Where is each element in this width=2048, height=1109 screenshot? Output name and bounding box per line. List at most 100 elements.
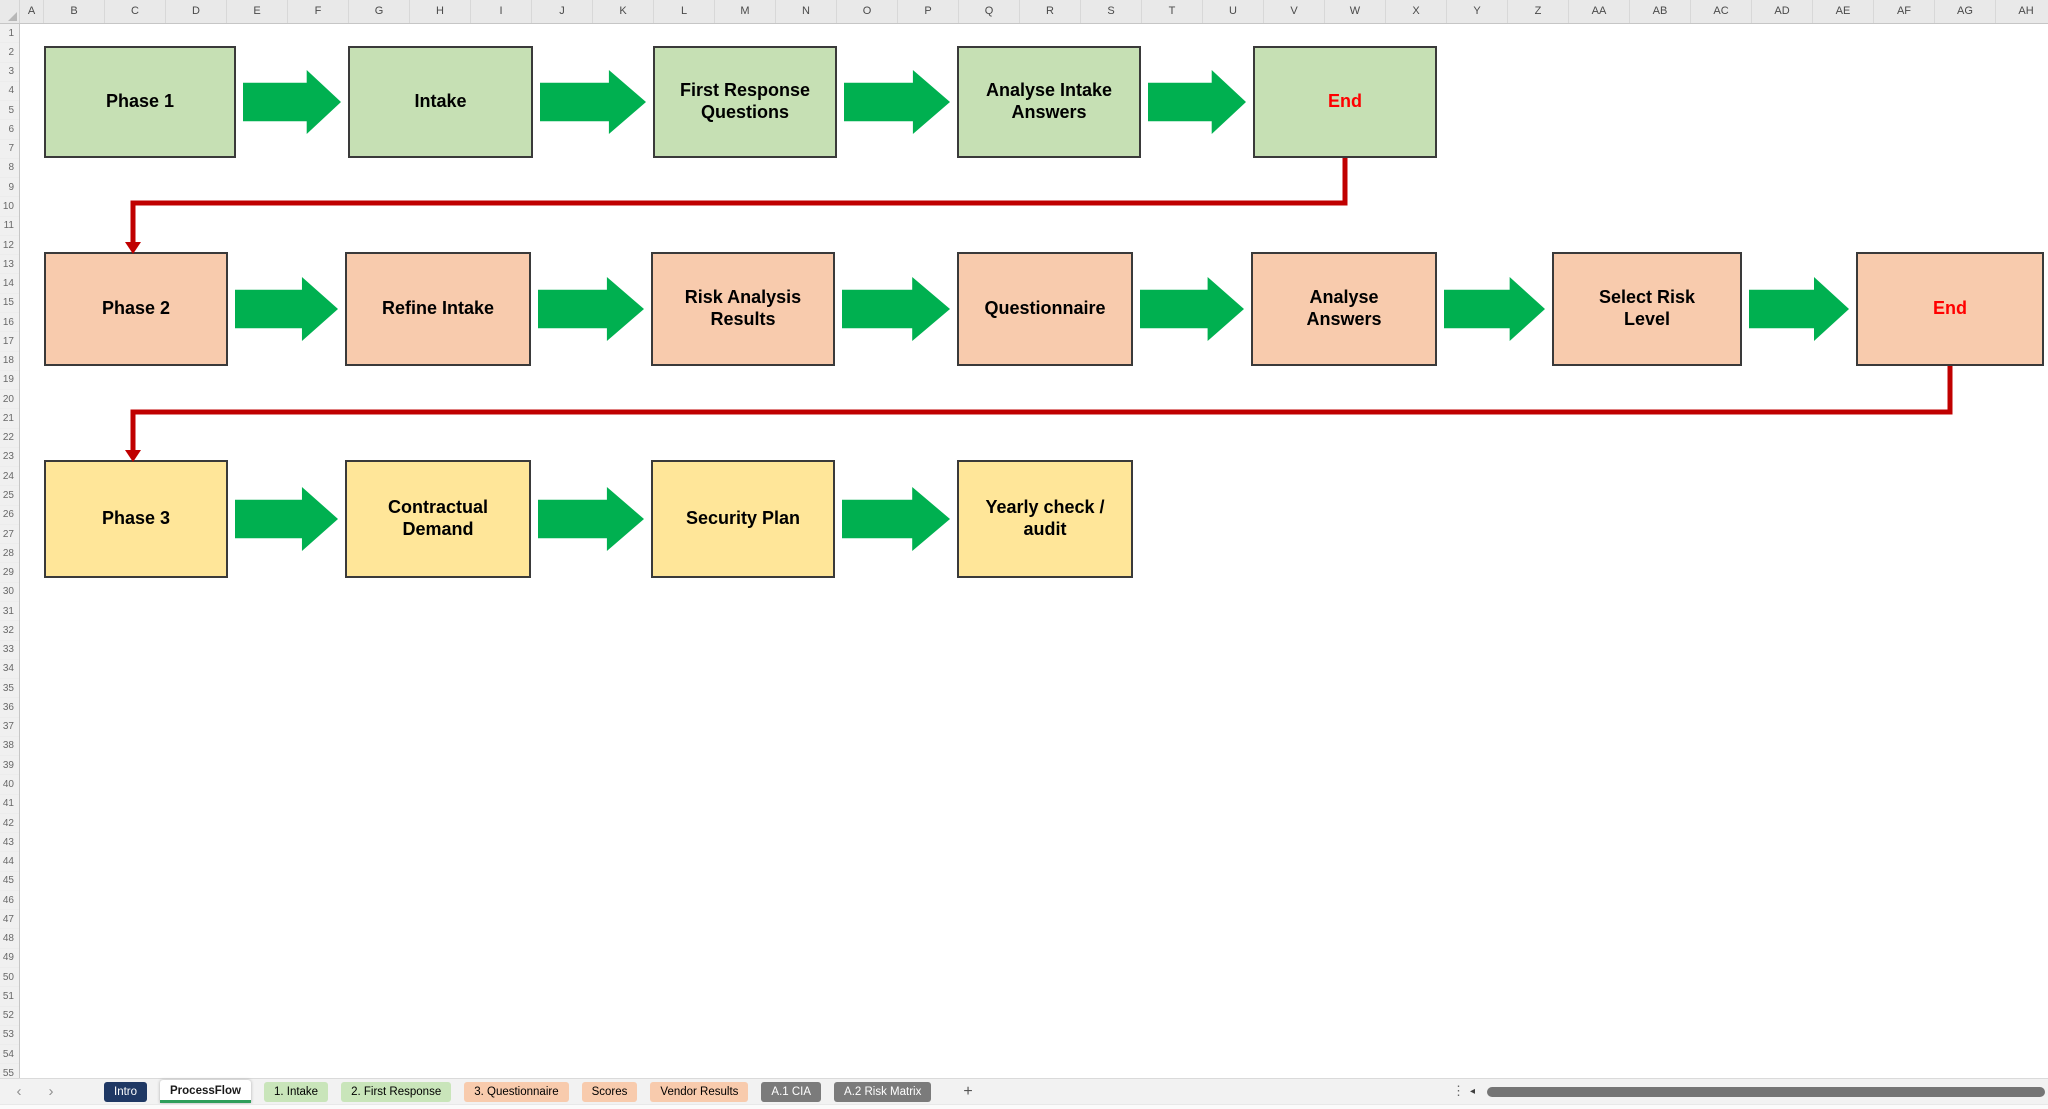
column-header-d[interactable]: D <box>166 0 227 23</box>
sheet-tab-3-questionnaire[interactable]: 3. Questionnaire <box>464 1081 569 1102</box>
row-header-17[interactable]: 17 <box>0 332 19 352</box>
row-header-32[interactable]: 32 <box>0 621 19 641</box>
row-header-3[interactable]: 3 <box>0 63 19 82</box>
row-header-45[interactable]: 45 <box>0 872 19 891</box>
column-header-b[interactable]: B <box>44 0 105 23</box>
flow-node-phase-1-intake[interactable]: Intake <box>348 46 533 158</box>
flow-node-phase-2-analyse-answers[interactable]: Analyse Answers <box>1251 252 1437 366</box>
row-header-19[interactable]: 19 <box>0 371 19 391</box>
sheet-tab-intro[interactable]: Intro <box>104 1081 148 1102</box>
row-header-20[interactable]: 20 <box>0 390 19 410</box>
column-header-j[interactable]: J <box>532 0 593 23</box>
row-header-7[interactable]: 7 <box>0 140 19 159</box>
column-header-af[interactable]: AF <box>1874 0 1935 23</box>
sheet-tab-vendor-results[interactable]: Vendor Results <box>650 1081 749 1102</box>
column-header-q[interactable]: Q <box>959 0 1020 23</box>
prev-sheet-button[interactable]: ‹ <box>16 1082 22 1100</box>
row-header-10[interactable]: 10 <box>0 197 19 217</box>
row-header-23[interactable]: 23 <box>0 448 19 468</box>
row-header-39[interactable]: 39 <box>0 756 19 776</box>
row-header-31[interactable]: 31 <box>0 602 19 622</box>
flow-node-phase-2-phase-2[interactable]: Phase 2 <box>44 252 228 366</box>
connector-path-2[interactable] <box>130 366 1953 452</box>
row-header-14[interactable]: 14 <box>0 274 19 294</box>
flow-node-phase-3-security-plan[interactable]: Security Plan <box>651 460 835 578</box>
row-header-50[interactable]: 50 <box>0 968 19 988</box>
row-header-28[interactable]: 28 <box>0 544 19 564</box>
row-header-53[interactable]: 53 <box>0 1026 19 1046</box>
row-header-16[interactable]: 16 <box>0 313 19 333</box>
flow-node-phase-2-risk-analysis-results[interactable]: Risk Analysis Results <box>651 252 835 366</box>
row-header-46[interactable]: 46 <box>0 891 19 911</box>
row-header-33[interactable]: 33 <box>0 641 19 660</box>
row-header-37[interactable]: 37 <box>0 718 19 737</box>
flow-node-phase-2-questionnaire[interactable]: Questionnaire <box>957 252 1133 366</box>
column-header-s[interactable]: S <box>1081 0 1142 23</box>
column-header-aa[interactable]: AA <box>1569 0 1630 23</box>
row-header-30[interactable]: 30 <box>0 583 19 602</box>
column-header-t[interactable]: T <box>1142 0 1203 23</box>
column-header-r[interactable]: R <box>1020 0 1081 23</box>
column-header-ag[interactable]: AG <box>1935 0 1996 23</box>
flow-node-phase-2-end[interactable]: End <box>1856 252 2044 366</box>
row-header-1[interactable]: 1 <box>0 24 19 44</box>
column-header-g[interactable]: G <box>349 0 410 23</box>
row-header-51[interactable]: 51 <box>0 987 19 1007</box>
column-header-ah[interactable]: AH <box>1996 0 2048 23</box>
row-header-34[interactable]: 34 <box>0 660 19 680</box>
row-header-35[interactable]: 35 <box>0 679 19 699</box>
row-header-38[interactable]: 38 <box>0 737 19 757</box>
column-header-v[interactable]: V <box>1264 0 1325 23</box>
sheet-tab-scores[interactable]: Scores <box>581 1081 638 1102</box>
column-header-n[interactable]: N <box>776 0 837 23</box>
row-header-44[interactable]: 44 <box>0 852 19 872</box>
row-header-52[interactable]: 52 <box>0 1007 19 1026</box>
column-header-l[interactable]: L <box>654 0 715 23</box>
column-header-p[interactable]: P <box>898 0 959 23</box>
row-header-2[interactable]: 2 <box>0 43 19 63</box>
flow-node-phase-1-first-response-questions[interactable]: First Response Questions <box>653 46 837 158</box>
row-header-36[interactable]: 36 <box>0 698 19 718</box>
row-header-55[interactable]: 55 <box>0 1064 19 1078</box>
row-header-4[interactable]: 4 <box>0 82 19 102</box>
column-header-f[interactable]: F <box>288 0 349 23</box>
row-header-48[interactable]: 48 <box>0 929 19 949</box>
row-header-24[interactable]: 24 <box>0 467 19 487</box>
row-header-26[interactable]: 26 <box>0 506 19 525</box>
flow-node-phase-1-phase-1[interactable]: Phase 1 <box>44 46 236 158</box>
flow-node-phase-1-analyse-intake-answers[interactable]: Analyse Intake Answers <box>957 46 1141 158</box>
column-header-a[interactable]: A <box>20 0 44 23</box>
column-header-c[interactable]: C <box>105 0 166 23</box>
connector-path-1[interactable] <box>130 158 1348 244</box>
row-header-12[interactable]: 12 <box>0 236 19 256</box>
row-header-15[interactable]: 15 <box>0 294 19 313</box>
column-header-u[interactable]: U <box>1203 0 1264 23</box>
row-header-41[interactable]: 41 <box>0 795 19 814</box>
row-header-42[interactable]: 42 <box>0 814 19 834</box>
scroll-left-icon[interactable]: ◂ <box>1470 1086 1476 1097</box>
row-header-9[interactable]: 9 <box>0 178 19 198</box>
column-header-x[interactable]: X <box>1386 0 1447 23</box>
column-header-ad[interactable]: AD <box>1752 0 1813 23</box>
sheet-tab-2-first-response[interactable]: 2. First Response <box>341 1081 452 1102</box>
column-header-ae[interactable]: AE <box>1813 0 1874 23</box>
sheet-tab-a-1-cia[interactable]: A.1 CIA <box>761 1081 822 1102</box>
row-header-21[interactable]: 21 <box>0 409 19 429</box>
next-sheet-button[interactable]: › <box>48 1082 54 1100</box>
row-header-27[interactable]: 27 <box>0 525 19 545</box>
column-header-y[interactable]: Y <box>1447 0 1508 23</box>
column-header-k[interactable]: K <box>593 0 654 23</box>
flow-node-phase-1-end[interactable]: End <box>1253 46 1437 158</box>
flow-node-phase-3-yearly-check-audit[interactable]: Yearly check / audit <box>957 460 1133 578</box>
tab-overflow-menu-icon[interactable]: ⋮ <box>1452 1083 1465 1098</box>
flow-node-phase-3-phase-3[interactable]: Phase 3 <box>44 460 228 578</box>
add-sheet-button[interactable]: + <box>963 1082 973 1100</box>
row-header-5[interactable]: 5 <box>0 101 19 121</box>
row-header-29[interactable]: 29 <box>0 563 19 583</box>
column-header-o[interactable]: O <box>837 0 898 23</box>
column-header-ab[interactable]: AB <box>1630 0 1691 23</box>
flow-node-phase-3-contractual-demand[interactable]: Contractual Demand <box>345 460 531 578</box>
flow-node-phase-2-refine-intake[interactable]: Refine Intake <box>345 252 531 366</box>
column-header-e[interactable]: E <box>227 0 288 23</box>
